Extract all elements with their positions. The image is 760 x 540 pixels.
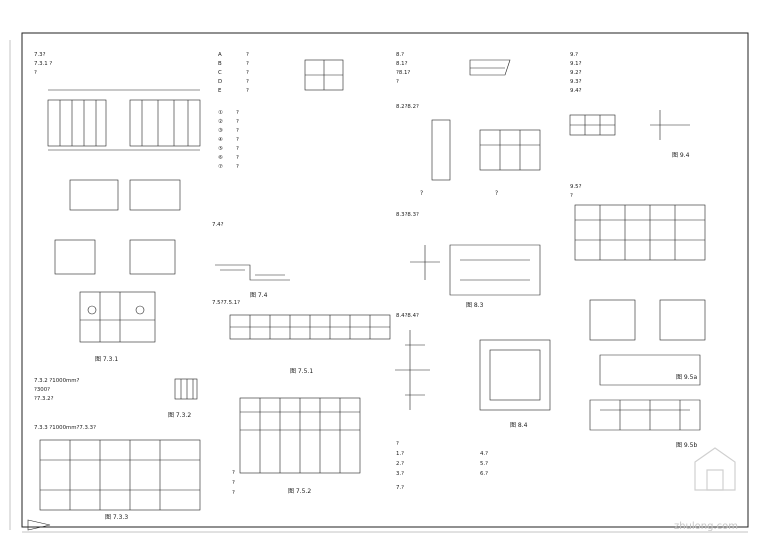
- q9-line-4: 9.3?: [570, 79, 582, 85]
- fig-95: [574, 204, 706, 386]
- q82-label-2: ?: [495, 190, 499, 197]
- legend-line-7: ?: [236, 164, 239, 170]
- caption-752: 图 7.5.2: [288, 488, 312, 495]
- q9-line-2: 9.1?: [570, 61, 582, 67]
- q8-line-2: 8.1?: [396, 61, 408, 67]
- q8-bottom-6: 5.?: [480, 461, 489, 467]
- q733-line-1: 7.3.3 ?1000mm?7.3.3?: [34, 425, 96, 431]
- caption-84: 图 8.4: [510, 422, 528, 429]
- caption-83: 图 8.3: [466, 302, 484, 309]
- legend-note-6: ⑥: [218, 155, 223, 161]
- caption-94: 图 9.4: [672, 152, 690, 159]
- fig-732: [174, 378, 198, 400]
- q8-bottom-2: 1.?: [396, 451, 405, 457]
- legend-figure: [304, 59, 344, 91]
- q82-label-1: ?: [420, 190, 424, 197]
- legend-line-5: ?: [236, 146, 239, 152]
- legend-item-b: ?: [246, 61, 249, 67]
- legend-key-d: D: [218, 79, 223, 85]
- watermark-text: zhulong.com: [673, 521, 738, 532]
- fig-733: [39, 439, 201, 511]
- legend-item-e: ?: [246, 88, 249, 94]
- caption-732: 图 7.3.2: [168, 412, 192, 419]
- legend-note-2: ②: [218, 119, 223, 125]
- q82-text: 8.2?8.2?: [396, 104, 419, 110]
- fig-81: [469, 59, 511, 76]
- q76-line-3: ?: [232, 490, 235, 496]
- q8-bottom-8: 7.?: [396, 485, 405, 491]
- caption-733: 图 7.3.3: [105, 514, 129, 521]
- q732-line-3: ?7.3.2?: [34, 396, 54, 402]
- q83-text: 8.3?8.3?: [396, 212, 419, 218]
- q8-bottom-3: 2.?: [396, 461, 405, 467]
- q8-bottom-4: 3.?: [396, 471, 405, 477]
- q73-line-3: ?: [34, 70, 37, 76]
- sheet-border: [21, 32, 749, 528]
- q8-bottom-1: ?: [396, 441, 399, 447]
- fig-751: [229, 314, 391, 340]
- q73-line-2: 7.3.1 ?: [34, 61, 53, 67]
- legend-item-a: ?: [246, 52, 249, 58]
- legend-item-d: ?: [246, 79, 249, 85]
- q8-line-3: ?8.1?: [396, 70, 411, 76]
- corner-mark: [27, 519, 51, 531]
- q74-text: 7.4?: [212, 222, 224, 228]
- fig-96: [589, 399, 701, 431]
- caption-751: 图 7.5.1: [290, 368, 314, 375]
- legend-key-c: C: [218, 70, 222, 76]
- legend-item-c: ?: [246, 70, 249, 76]
- legend-note-1: ①: [218, 110, 223, 116]
- legend-line-1: ?: [236, 110, 239, 116]
- legend-line-2: ?: [236, 119, 239, 125]
- legend-line-3: ?: [236, 128, 239, 134]
- q9-line-5: 9.4?: [570, 88, 582, 94]
- fig-82: [431, 119, 541, 181]
- legend-key-a: A: [218, 52, 222, 58]
- legend-key-b: B: [218, 61, 222, 67]
- q73-line-1: 7.3?: [34, 52, 46, 58]
- q8-bottom-5: 4.?: [480, 451, 489, 457]
- q732-line-1: 7.3.2 ?1000mm?: [34, 378, 80, 384]
- fig-84: [395, 330, 551, 411]
- q8-line-1: 8.?: [396, 52, 405, 58]
- fig-94: [569, 110, 690, 140]
- legend-note-7: ⑦: [218, 164, 223, 170]
- fig-752: [239, 397, 361, 474]
- q8-bottom-7: 6.?: [480, 471, 489, 477]
- legend-note-3: ③: [218, 128, 223, 134]
- q76-line-1: ?: [232, 470, 235, 476]
- q9-line-1: 9.?: [570, 52, 579, 58]
- caption-731: 图 7.3.1: [95, 356, 119, 363]
- q732-line-2: ?300?: [34, 387, 51, 393]
- fig-83: [410, 244, 541, 296]
- caption-95: 图 9.5a: [676, 374, 698, 381]
- watermark-logo: [694, 447, 736, 491]
- legend-line-6: ?: [236, 155, 239, 161]
- legend-line-4: ?: [236, 137, 239, 143]
- caption-96: 图 9.5b: [676, 442, 698, 449]
- legend-key-e: E: [218, 88, 222, 94]
- caption-74: 图 7.4: [250, 292, 268, 299]
- q84-text: 8.4?8.4?: [396, 313, 419, 319]
- fig-74: [215, 264, 290, 281]
- legend-note-4: ④: [218, 137, 223, 143]
- q9-line-3: 9.2?: [570, 70, 582, 76]
- fig-731: [47, 89, 201, 343]
- q75-text: 7.5?7.5.1?: [212, 300, 241, 306]
- q76-line-2: ?: [232, 480, 235, 486]
- legend-note-5: ⑤: [218, 146, 223, 152]
- q95-line-2: ?: [570, 193, 573, 199]
- q95-line-1: 9.5?: [570, 184, 582, 190]
- q8-line-4: ?: [396, 79, 399, 85]
